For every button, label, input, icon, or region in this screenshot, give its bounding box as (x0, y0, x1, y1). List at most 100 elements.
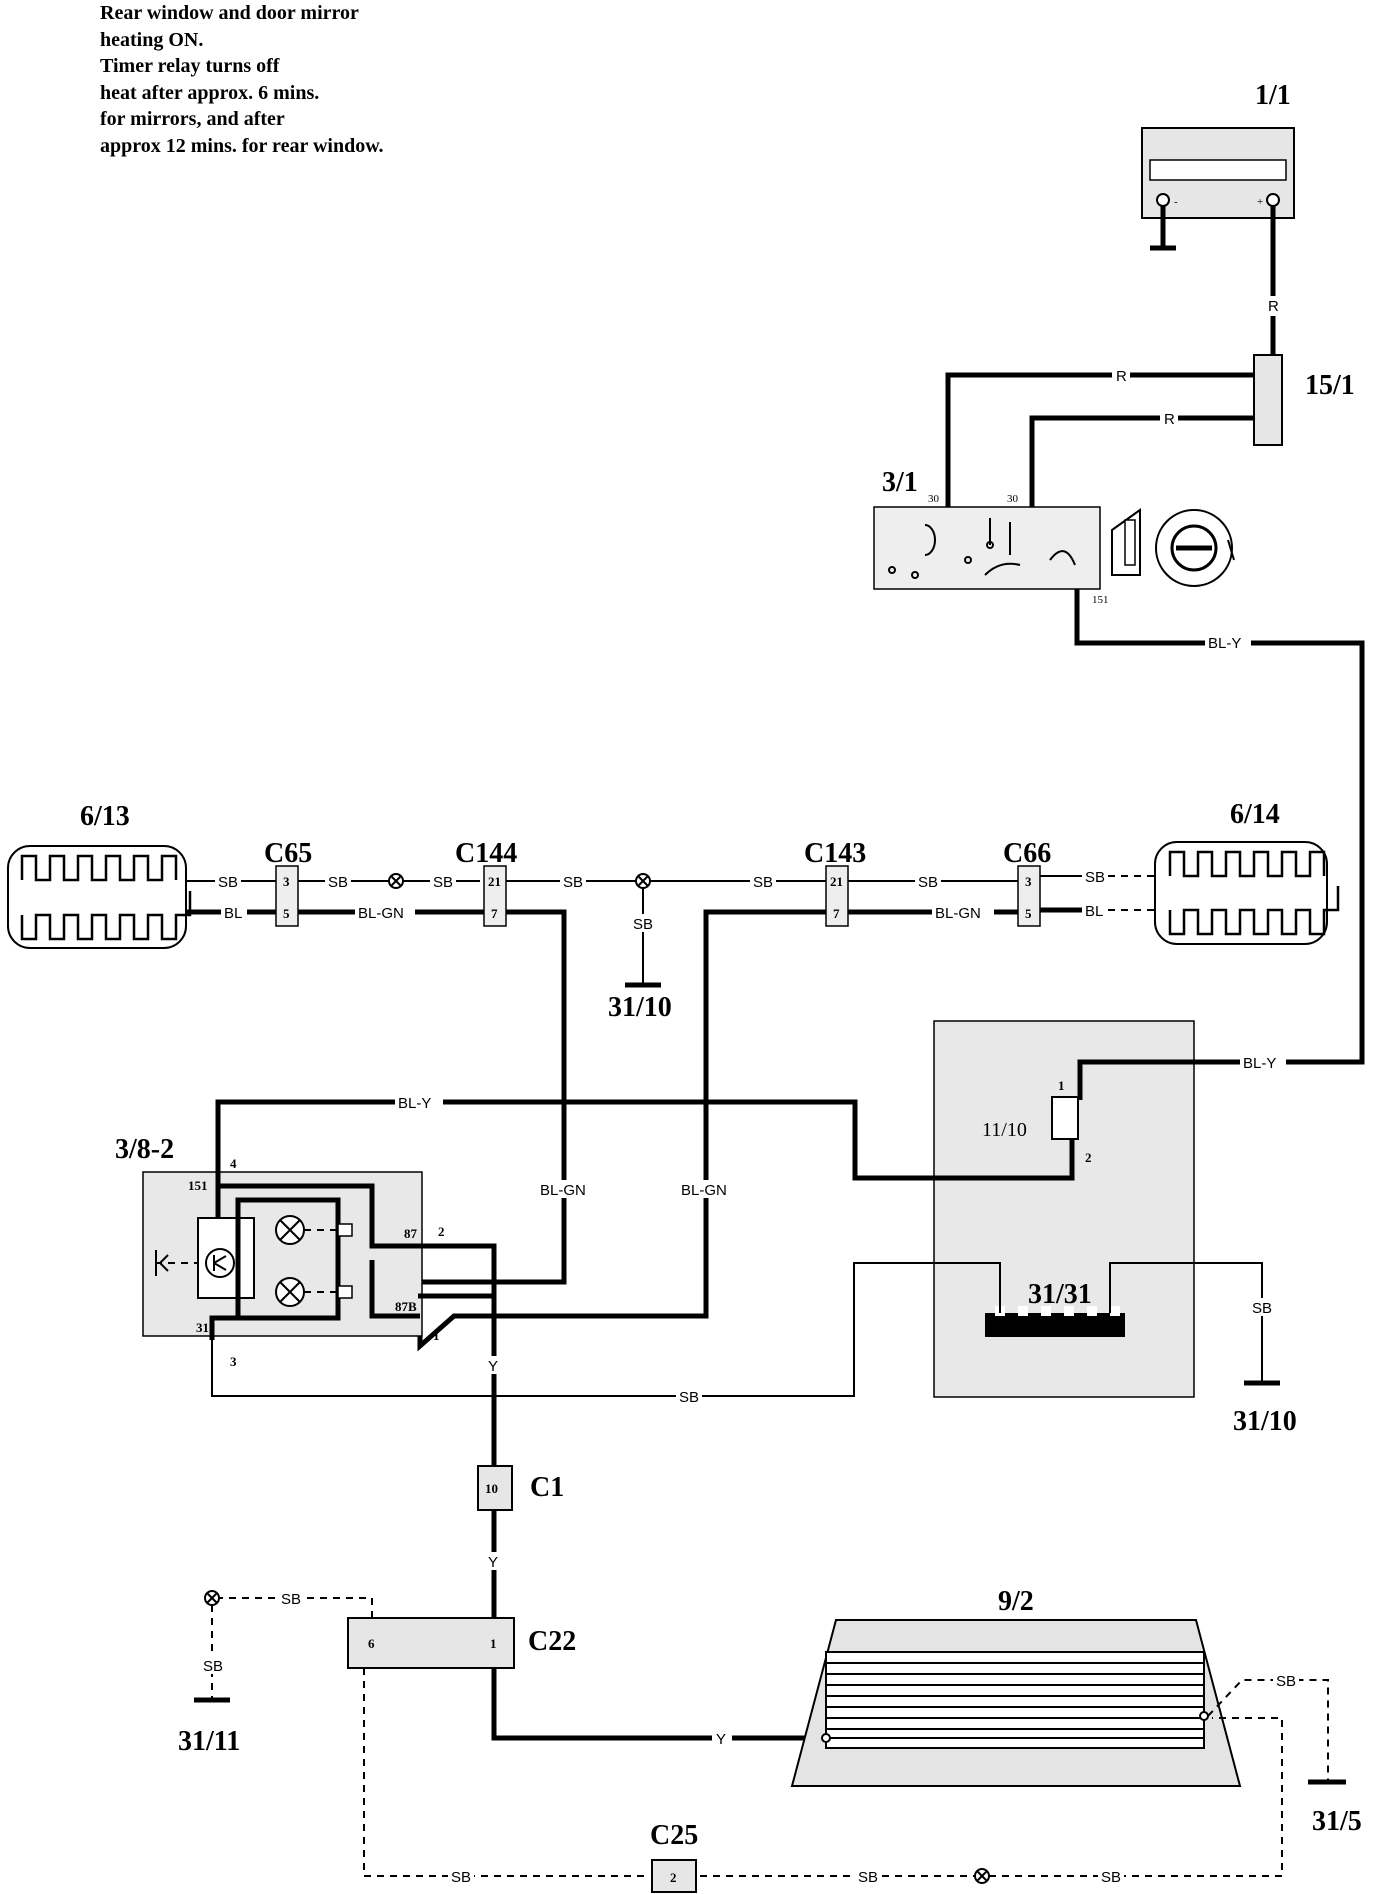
svg-text:C144: C144 (455, 838, 517, 869)
svg-text:10: 10 (485, 1481, 498, 1496)
wire-bl-gn (417, 909, 826, 1352)
note-line: heat after approx. 6 mins. (100, 81, 320, 104)
svg-text:3: 3 (1025, 874, 1032, 889)
svg-text:2: 2 (1085, 1150, 1092, 1165)
wire-label: R (1116, 368, 1127, 385)
svg-text:87: 87 (404, 1226, 418, 1241)
svg-text:1: 1 (490, 1636, 497, 1651)
connector-c144: C144 21 7 (455, 838, 517, 927)
svg-text:SB: SB (451, 1869, 471, 1886)
earth-bar-label: 31/31 (1028, 1279, 1092, 1310)
svg-text:7: 7 (833, 906, 840, 921)
wire-y (491, 1668, 826, 1741)
connector-c65: C65 3 5 (264, 838, 312, 927)
note-line: heating ON. (100, 28, 204, 51)
svg-text:SB: SB (679, 1389, 699, 1406)
ignition-switch-label: 3/1 (882, 467, 918, 498)
splice-icon (204, 1590, 220, 1606)
wire-bl-y (1074, 589, 1365, 1065)
svg-text:SB: SB (753, 874, 773, 891)
svg-text:BL-GN: BL-GN (540, 1182, 586, 1199)
svg-text:5: 5 (283, 906, 290, 921)
svg-text:SB: SB (433, 874, 453, 891)
splice-icon (635, 873, 651, 889)
svg-text:Y: Y (488, 1554, 498, 1571)
svg-text:BL-GN: BL-GN (681, 1182, 727, 1199)
connector-c22: 6 1 C22 (347, 1617, 576, 1669)
ground-label: 31/10 (608, 992, 672, 1023)
control-panel: 1 2 11/10 31/31 (933, 1020, 1195, 1398)
svg-text:-: - (1174, 196, 1178, 208)
connector-c66: C66 3 5 (1003, 838, 1051, 927)
svg-text:C22: C22 (528, 1626, 576, 1657)
svg-text:151: 151 (188, 1178, 208, 1193)
svg-text:SB: SB (1276, 1673, 1296, 1690)
battery: 1/1 - + (1141, 80, 1295, 251)
svg-text:21: 21 (830, 874, 843, 889)
svg-text:SB: SB (633, 916, 653, 933)
svg-text:SB: SB (218, 874, 238, 891)
mirror-left-label: 6/13 (80, 801, 130, 832)
connector-c1: 10 C1 (477, 1465, 564, 1511)
svg-text:30: 30 (928, 493, 940, 505)
svg-text:BL: BL (224, 905, 242, 922)
splice-icon (974, 1868, 990, 1884)
wire-bl-y (215, 1099, 1075, 1181)
svg-text:BL-GN: BL-GN (935, 905, 981, 922)
mirror-left: 6/13 (7, 801, 192, 949)
ground-label: 31/5 (1312, 1806, 1362, 1837)
svg-text:C25: C25 (650, 1820, 698, 1851)
svg-text:6: 6 (368, 1636, 375, 1651)
svg-text:5: 5 (1025, 906, 1032, 921)
svg-text:C1: C1 (530, 1472, 564, 1503)
mirror-right: 6/14 (1154, 799, 1340, 945)
ground-label: 31/11 (178, 1726, 240, 1757)
note-line: Rear window and door mirror (100, 2, 359, 24)
connector-c143: C143 21 7 (804, 838, 866, 927)
svg-text:1: 1 (433, 1328, 440, 1343)
svg-text:BL-GN: BL-GN (358, 905, 404, 922)
svg-text:SB: SB (328, 874, 348, 891)
rear-window: 9/2 (790, 1586, 1242, 1787)
wire-label: R (1268, 298, 1279, 315)
fuse-box-label: 15/1 (1305, 370, 1355, 401)
rear-window-label: 9/2 (998, 1586, 1034, 1617)
svg-text:4: 4 (230, 1156, 237, 1171)
ground-label: 31/10 (1233, 1406, 1297, 1437)
heater-element-icon (20, 854, 178, 882)
heater-element-icon (1168, 850, 1326, 878)
switch-11-10 (1051, 1096, 1079, 1140)
svg-text:BL-Y: BL-Y (1243, 1055, 1276, 1072)
svg-text:3: 3 (283, 874, 290, 889)
timer-relay: 3/8-2 4 151 31 87 87B 2 1 3 (115, 1134, 497, 1369)
control-switch-label: 11/10 (982, 1119, 1027, 1141)
wire-r (1029, 415, 1254, 510)
svg-text:SB: SB (918, 874, 938, 891)
svg-text:21: 21 (488, 874, 501, 889)
svg-text:31: 31 (196, 1320, 209, 1335)
ignition-switch: 3/1 30 30 151 (873, 467, 1235, 606)
note-line: Timer relay turns off (100, 55, 280, 77)
svg-text:BL-Y: BL-Y (398, 1095, 431, 1112)
svg-text:SB: SB (858, 1869, 878, 1886)
svg-text:7: 7 (491, 906, 498, 921)
svg-text:87B: 87B (395, 1299, 417, 1314)
svg-text:+: + (1257, 196, 1263, 208)
svg-text:SB: SB (203, 1658, 223, 1675)
wire-r (945, 372, 1254, 510)
battery-label: 1/1 (1255, 80, 1291, 111)
wire-sb (211, 1262, 1001, 1397)
svg-text:1: 1 (1058, 1078, 1065, 1093)
svg-text:C65: C65 (264, 838, 312, 869)
svg-text:C66: C66 (1003, 838, 1051, 869)
note-line: approx 12 mins. for rear window. (100, 134, 384, 157)
svg-text:Y: Y (488, 1358, 498, 1375)
timer-relay-label: 3/8-2 (115, 1134, 174, 1165)
diagram-note: Rear window and door mirror heating ON. … (100, 0, 384, 159)
svg-text:C143: C143 (804, 838, 866, 869)
svg-text:151: 151 (1092, 594, 1109, 606)
connector-c25: C25 2 (650, 1820, 698, 1893)
svg-text:30: 30 (1007, 493, 1019, 505)
fuse-box: 15/1 (1253, 354, 1355, 446)
